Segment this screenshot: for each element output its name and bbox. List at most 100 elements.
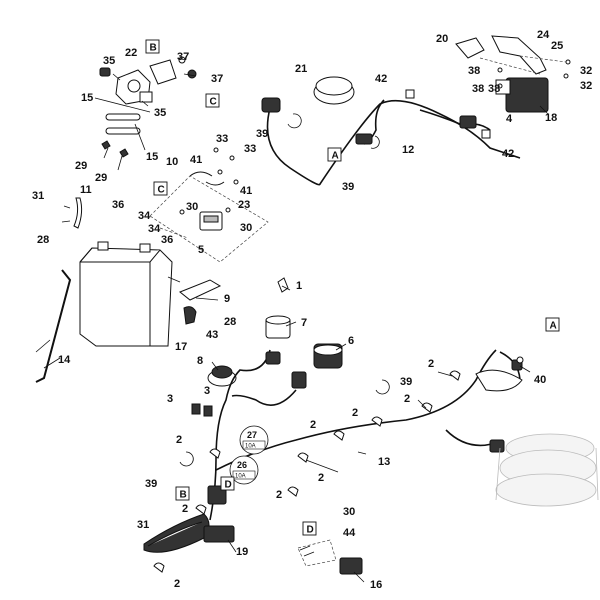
- key-switch-7: [265, 315, 291, 339]
- relay-16: [297, 539, 363, 575]
- battery: [79, 241, 173, 347]
- svg-text:C: C: [158, 185, 165, 196]
- fuse-26-rating: 10A: [235, 474, 246, 480]
- part-label-2i: 2: [174, 578, 180, 590]
- part-label-2c: 2: [352, 407, 358, 419]
- part-label-8: 8: [197, 355, 203, 367]
- part-label-42b: 42: [502, 148, 514, 160]
- fuse-27-callout: 27 10A: [239, 425, 269, 455]
- battery-holddown-rod: [35, 269, 72, 383]
- part-label-14: 14: [58, 354, 71, 366]
- part-label-34a: 34: [138, 210, 151, 222]
- part-label-30c: 30: [343, 506, 355, 518]
- part-label-32b: 32: [580, 80, 592, 92]
- svg-text:B: B: [180, 490, 187, 501]
- part-label-19: 19: [236, 546, 248, 558]
- part-label-30b: 30: [240, 222, 252, 234]
- hour-meter-6: [313, 343, 343, 369]
- part-label-18: 18: [545, 112, 557, 124]
- ref-box-c-top: C: [205, 93, 220, 108]
- part-label-31b: 31: [137, 519, 149, 531]
- fuse-26-label: 26: [237, 460, 247, 470]
- relay-block-assembly: [149, 147, 269, 263]
- leader-lines: [35, 276, 531, 583]
- part-label-9: 9: [224, 293, 230, 305]
- mower-deck-outline: [495, 433, 599, 507]
- part-label-31a: 31: [32, 190, 44, 202]
- part-label-44: 44: [343, 527, 356, 539]
- svg-text:C: C: [210, 97, 217, 108]
- part-label-37b: 37: [211, 73, 223, 85]
- part-label-21: 21: [295, 63, 307, 75]
- svg-text:A: A: [332, 151, 339, 162]
- part-label-16: 16: [370, 579, 382, 591]
- part-label-42a: 42: [375, 73, 387, 85]
- part-label-28b: 28: [224, 316, 236, 328]
- part-label-39d: 39: [145, 478, 157, 490]
- part-label-24: 24: [537, 29, 550, 41]
- part-label-13: 13: [378, 456, 390, 468]
- part-label-36a: 36: [112, 199, 124, 211]
- key-1: [277, 277, 289, 293]
- part-label-33a: 33: [216, 133, 228, 145]
- part-label-2d: 2: [404, 393, 410, 405]
- controller-assembly: [455, 35, 571, 115]
- ignition-switch-assembly: [94, 56, 197, 171]
- svg-text:B: B: [150, 43, 157, 54]
- part-label-2a: 2: [176, 434, 182, 446]
- ref-box-b-top: B: [145, 39, 160, 54]
- part-label-39c: 39: [400, 376, 412, 388]
- part-label-2e: 2: [428, 358, 434, 370]
- part-label-2h: 2: [182, 503, 188, 515]
- cap-8: [207, 365, 237, 387]
- part-label-36b: 36: [161, 234, 173, 246]
- part-label-23: 23: [238, 199, 250, 211]
- fuse-27-label: 27: [247, 430, 257, 440]
- part-label-2b: 2: [310, 419, 316, 431]
- part-label-34b: 34: [148, 223, 161, 235]
- part-label-5: 5: [198, 244, 204, 256]
- part-label-33b: 33: [244, 143, 256, 155]
- part-label-22: 22: [125, 47, 137, 59]
- part-label-3b: 3: [204, 385, 210, 397]
- fuse-27-rating: 10A: [245, 444, 256, 450]
- part-label-38b: 38: [472, 83, 484, 95]
- fuse-holder-3a: [191, 403, 201, 415]
- fuse-26-callout: 26 10A: [229, 455, 259, 485]
- part-label-30a: 30: [186, 201, 198, 213]
- part-label-15b: 15: [146, 151, 158, 163]
- pedal-switch-assembly: [143, 485, 235, 553]
- part-label-39a: 39: [256, 128, 268, 140]
- part-label-37a: 37: [177, 51, 189, 63]
- part-label-29b: 29: [95, 172, 107, 184]
- terminal-cover-43: [183, 306, 197, 325]
- part-label-20: 20: [436, 33, 448, 45]
- harness-clips: [153, 370, 461, 573]
- svg-text:D: D: [225, 480, 232, 491]
- part-labels: 35 22 37 37 35 15 15 29 29 33 33 10 41 4…: [32, 29, 592, 591]
- part-label-1: 1: [296, 280, 302, 292]
- part-label-15a: 15: [81, 92, 93, 104]
- part-label-41a: 41: [190, 154, 202, 166]
- ref-box-a-right: A: [545, 317, 560, 332]
- svg-text:A: A: [550, 321, 557, 332]
- ref-box-a-mid: A: [327, 147, 342, 162]
- part-label-4: 4: [506, 113, 513, 125]
- part-label-40: 40: [534, 374, 546, 386]
- bracket-9: [179, 279, 222, 301]
- main-harness-12: [261, 76, 521, 186]
- part-label-6: 6: [348, 335, 354, 347]
- ref-box-c-mid: C: [153, 181, 168, 196]
- part-label-35b: 35: [154, 107, 166, 119]
- part-label-43: 43: [206, 329, 218, 341]
- part-label-10: 10: [166, 156, 178, 168]
- part-label-39b: 39: [342, 181, 354, 193]
- ref-box-b-bottom: B: [175, 486, 190, 501]
- main-harness-13: [209, 349, 524, 521]
- part-label-12: 12: [402, 144, 414, 156]
- part-label-11: 11: [80, 184, 92, 196]
- part-label-2f: 2: [318, 472, 324, 484]
- part-label-38a: 38: [468, 65, 480, 77]
- part-label-7: 7: [301, 317, 307, 329]
